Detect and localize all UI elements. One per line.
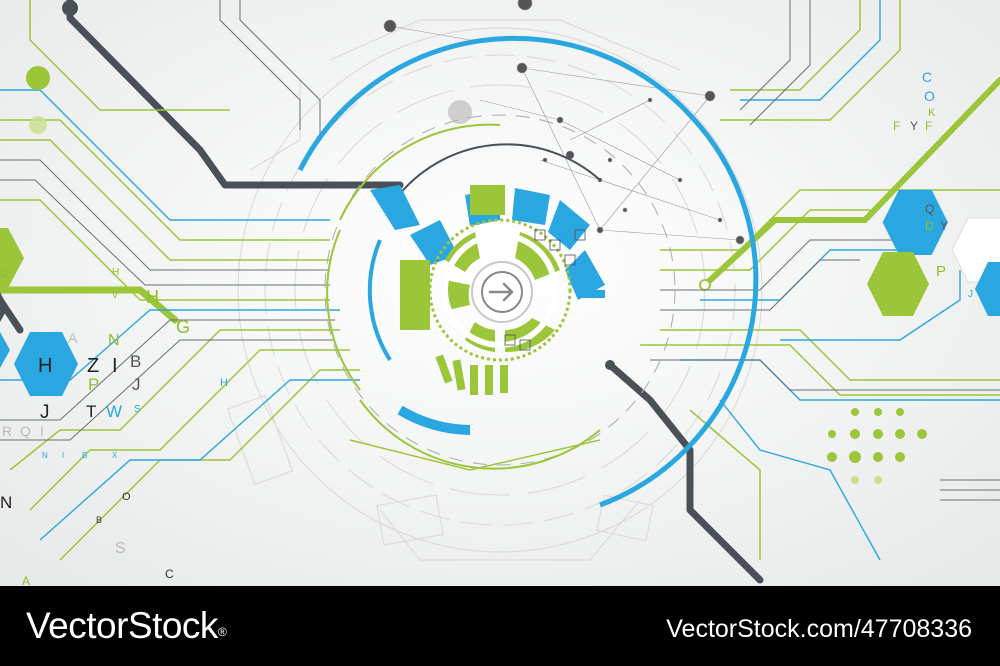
letter-glyph: Y [910,119,918,133]
letter-glyph: N [0,493,12,512]
letter-glyph: I [40,423,44,439]
letter-glyph: R [2,423,12,439]
letter-glyph: C [922,69,932,85]
letter-glyph: H [220,377,228,389]
letter-glyph: F [893,119,900,133]
letter-glyph: O [122,491,131,503]
image-id: VectorStock.com/47708336 [666,615,972,643]
arrow-circle-icon [471,261,533,323]
faint-rings [226,19,763,561]
letter-glyph: H [38,355,52,377]
letter-glyph: Q [0,265,9,279]
letter-glyph: P [936,263,946,280]
letter-glyph: P [88,375,99,394]
green-traces [0,0,1000,561]
letter-glyph: A [22,574,30,586]
hexagons-right [867,189,1000,316]
letter-glyph: B [82,451,87,460]
letter-glyph: I [112,355,118,377]
brand-name: VectorStock [26,605,218,646]
letter-glyph: Q [20,423,31,439]
letter-glyph: C [165,567,174,581]
chip-squares [504,229,586,351]
green-thick-trace [702,77,1000,288]
letter-glyph: B [96,515,102,525]
letter-glyph: Y [940,219,948,233]
letter-glyph: J [40,402,50,423]
letter-glyph: G [176,317,190,337]
letter-glyph: X [112,451,118,460]
letter-glyph: S [115,540,126,557]
letter-glyph: V [112,290,118,300]
vectorstock-logo: VectorStock® [26,602,227,650]
dot-matrix [827,408,927,484]
hexagons-left [0,228,78,396]
letter-glyph: B [130,352,141,371]
middle-rings [324,114,676,470]
letter-glyph: T [86,402,96,421]
letter-glyph: Z [87,355,99,377]
letter-glyph: O [924,88,935,104]
letter-glyph: S [134,404,141,415]
letter-glyph: I [62,451,64,460]
letter-glyph: J [968,289,973,300]
letter-glyph: H [146,287,159,307]
letter-glyph: F [925,119,932,133]
letter-glyph: W [106,402,122,421]
letter-glyph: N [108,332,120,349]
gray-traces [0,0,1000,501]
outer-blue-arc [297,35,759,508]
letter-glyph: K [928,107,936,119]
letter-glyph: J [62,355,72,377]
letter-glyph: A [68,330,78,346]
letter-glyph: J [132,375,141,394]
watermark-bar: VectorStock® VectorStock.com/47708336 [0,586,1000,666]
letter-glyph: Q [925,202,934,216]
letter-glyph: N [42,451,48,460]
circuit-artwork: COKFYFQDYPJQHVHGANHJZIBJPHJTWSRQINIBXNOB… [0,0,1000,586]
letter-glyph: D [925,219,934,233]
letter-glyph: H [112,267,119,278]
registered-mark: ® [217,625,227,639]
